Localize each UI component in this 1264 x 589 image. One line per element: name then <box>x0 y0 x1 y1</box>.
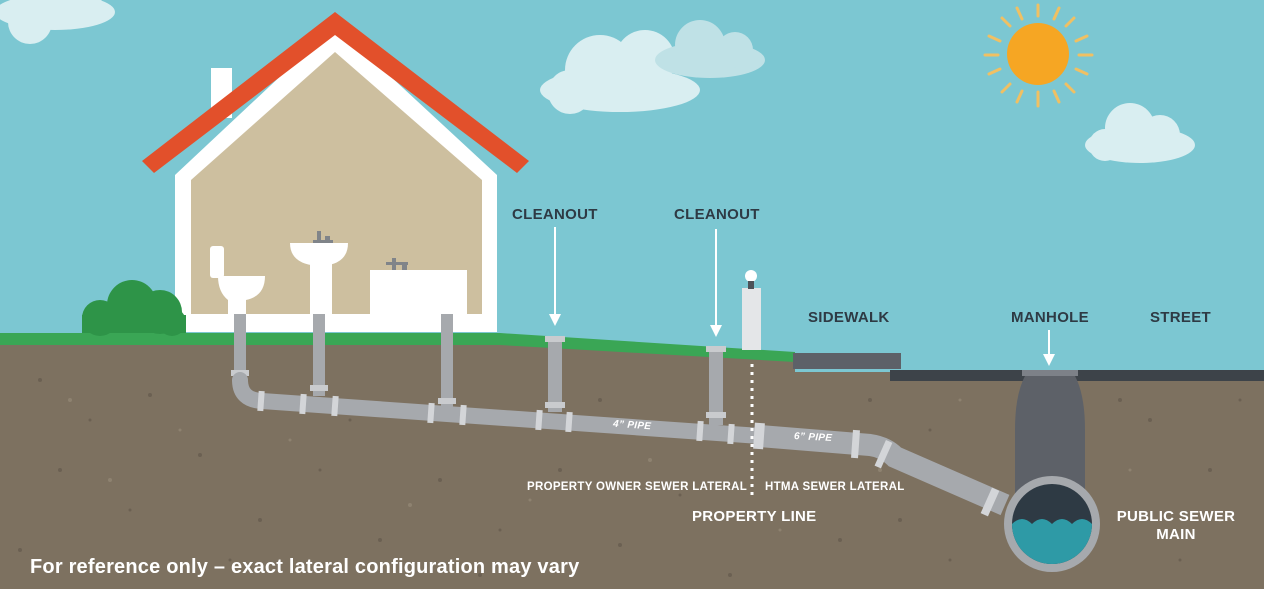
htma-lateral-label: HTMA SEWER LATERAL <box>765 481 905 493</box>
sewer-main-label-line2: MAIN <box>1156 526 1196 543</box>
footnote: For reference only – exact lateral confi… <box>30 556 580 578</box>
soil-texture <box>18 378 1242 577</box>
cloud-icon <box>540 30 700 114</box>
house-icon <box>142 12 529 332</box>
sewer-main-label-line1: PUBLIC SEWER <box>1116 508 1236 525</box>
cloud-icon <box>655 20 765 78</box>
tub-icon <box>370 258 467 314</box>
sidewalk-label: SIDEWALK <box>808 309 890 326</box>
cleanout-label-2: CLEANOUT <box>674 206 760 223</box>
toilet-icon <box>210 246 265 314</box>
manhole-arrow <box>1043 330 1055 366</box>
public-sewer-main-icon <box>1004 476 1100 572</box>
manhole-icon <box>1015 370 1085 500</box>
cleanout-label-1: CLEANOUT <box>512 206 598 223</box>
street-label: STREET <box>1150 309 1211 326</box>
soil-texture-light <box>68 398 1222 532</box>
lateral-couplings <box>257 390 1000 517</box>
manhole-label: MANHOLE <box>1011 309 1089 326</box>
sidewalk-slab <box>793 353 901 369</box>
vent-icon <box>742 270 761 350</box>
property-line-label: PROPERTY LINE <box>692 508 817 525</box>
cleanout-arrow-1 <box>549 227 561 326</box>
owner-lateral-label: PROPERTY OWNER SEWER LATERAL <box>527 481 748 493</box>
cleanout-arrow-2 <box>710 229 722 337</box>
grass-strip <box>0 333 795 362</box>
bush-icon <box>82 280 186 336</box>
fixture-drain-pipes <box>234 314 723 425</box>
public-sewer-main-label: PUBLIC SEWER MAIN <box>1110 508 1242 544</box>
pipe-6in-label: 6” PIPE <box>793 431 833 444</box>
sink-icon <box>290 231 348 314</box>
cloud-icon <box>0 0 115 44</box>
cloud-icon <box>1085 103 1195 163</box>
sun-icon <box>983 3 1094 108</box>
